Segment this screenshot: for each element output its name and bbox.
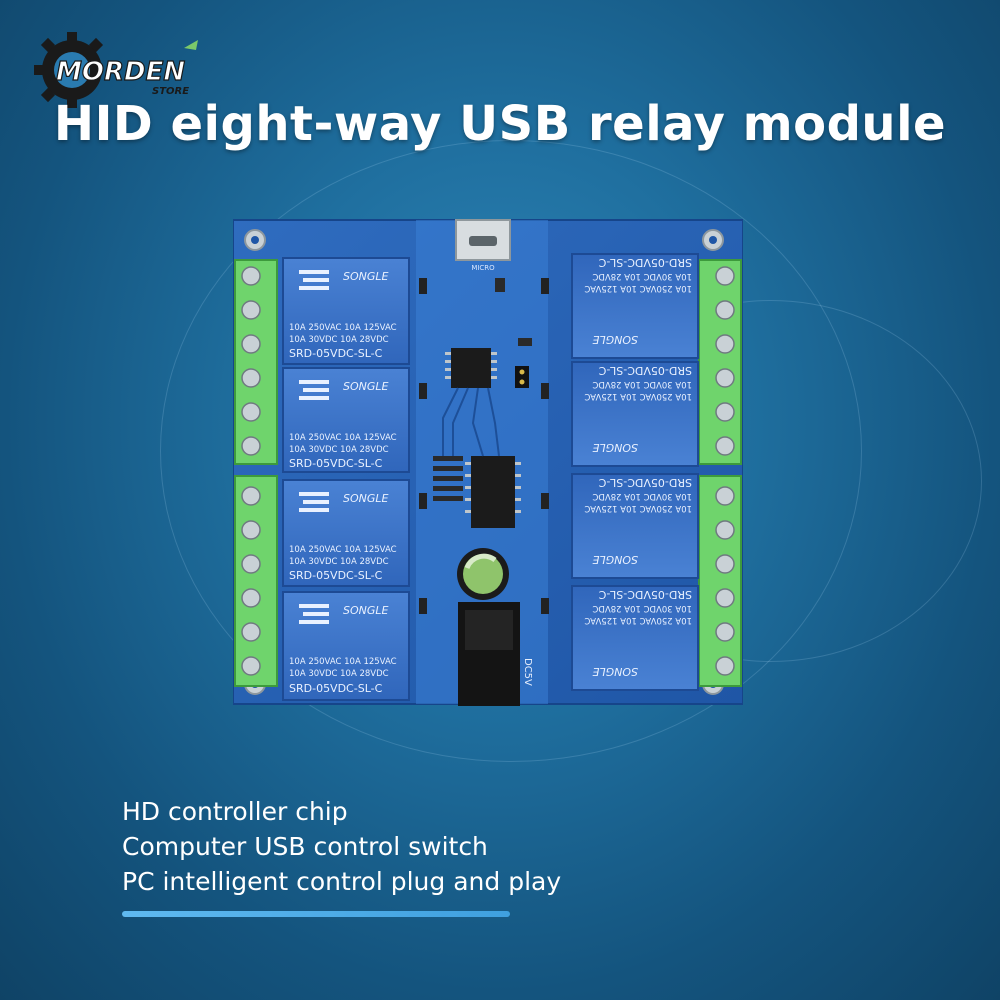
page-title: HID eight-way USB relay module [53,96,947,152]
svg-text:SRD-05VDC-SL-C: SRD-05VDC-SL-C [289,682,383,695]
svg-text:10A 30VDC 10A 28VDC: 10A 30VDC 10A 28VDC [289,335,389,345]
driver-chip [471,456,515,528]
svg-text:SRD-05VDC-SL-C: SRD-05VDC-SL-C [598,364,692,377]
feature-item: HD controller chip [122,797,348,826]
svg-text:SRD-05VDC-SL-C: SRD-05VDC-SL-C [289,347,383,360]
svg-text:SONGLE: SONGLE [343,604,389,617]
terminal-block-right [698,259,742,687]
relay: SONGLE 10A 250VAC 10A 125VAC 10A 30VDC 1… [282,591,410,701]
svg-text:SONGLE: SONGLE [343,492,389,505]
svg-text:10A 30VDC 10A 28VDC: 10A 30VDC 10A 28VDC [592,603,692,613]
svg-text:10A 250VAC 10A 125VAC: 10A 250VAC 10A 125VAC [584,283,692,293]
svg-text:10A 250VAC 10A 125VAC: 10A 250VAC 10A 125VAC [584,615,692,625]
accent-underline [122,911,510,917]
usb-label: MICRO [471,264,495,272]
relay: SONGLE 10A 250VAC 10A 125VAC 10A 30VDC 1… [282,479,410,587]
svg-text:10A 30VDC 10A 28VDC: 10A 30VDC 10A 28VDC [592,379,692,389]
svg-text:SONGLE: SONGLE [592,665,638,678]
morden-store-logo: MORDEN STORE [34,32,198,108]
svg-text:SONGLE: SONGLE [343,380,389,393]
logo-brand: MORDEN [56,57,185,87]
relay: SONGLE 10A 250VAC 10A 125VAC 10A 30VDC 1… [571,473,699,579]
svg-text:10A 30VDC 10A 28VDC: 10A 30VDC 10A 28VDC [592,271,692,281]
svg-text:10A 30VDC 10A 28VDC: 10A 30VDC 10A 28VDC [289,669,389,679]
svg-text:10A 250VAC 10A 125VAC: 10A 250VAC 10A 125VAC [289,545,397,555]
feature-item: Computer USB control switch [122,832,488,861]
relay: SONGLE 10A 250VAC 10A 125VAC 10A 30VDC 1… [571,253,699,359]
svg-text:10A 250VAC 10A 125VAC: 10A 250VAC 10A 125VAC [584,391,692,401]
svg-text:SONGLE: SONGLE [592,441,638,454]
svg-text:SRD-05VDC-SL-C: SRD-05VDC-SL-C [598,476,692,489]
controller-chip [451,348,491,388]
svg-text:SRD-05VDC-SL-C: SRD-05VDC-SL-C [289,569,383,582]
svg-text:SONGLE: SONGLE [343,270,389,283]
svg-text:SRD-05VDC-SL-C: SRD-05VDC-SL-C [598,256,692,269]
relay: SONGLE 10A 250VAC 10A 125VAC 10A 30VDC 1… [282,367,410,473]
svg-text:10A 250VAC 10A 125VAC: 10A 250VAC 10A 125VAC [584,503,692,513]
logo-sub: STORE [152,86,189,97]
svg-text:10A 30VDC 10A 28VDC: 10A 30VDC 10A 28VDC [592,491,692,501]
svg-text:10A 30VDC 10A 28VDC: 10A 30VDC 10A 28VDC [289,557,389,567]
feature-list: HD controller chip Computer USB control … [122,794,561,899]
svg-text:10A 250VAC 10A 125VAC: 10A 250VAC 10A 125VAC [289,433,397,443]
relay-board: MICRO DC5V [233,219,743,706]
relay: SONGLE 10A 250VAC 10A 125VAC 10A 30VDC 1… [571,361,699,467]
svg-text:SONGLE: SONGLE [592,553,638,566]
svg-text:10A 250VAC 10A 125VAC: 10A 250VAC 10A 125VAC [289,323,397,333]
jumper-header [515,366,529,388]
power-label: DC5V [522,658,533,686]
svg-text:SONGLE: SONGLE [592,333,638,346]
relay: SONGLE 10A 250VAC 10A 125VAC 10A 30VDC 1… [282,257,410,365]
terminal-block-left [234,259,278,687]
feature-item: PC intelligent control plug and play [122,867,562,896]
svg-text:10A 250VAC 10A 125VAC: 10A 250VAC 10A 125VAC [289,657,397,667]
svg-text:10A 30VDC 10A 28VDC: 10A 30VDC 10A 28VDC [289,445,389,455]
relay: SONGLE 10A 250VAC 10A 125VAC 10A 30VDC 1… [571,585,699,691]
svg-text:SRD-05VDC-SL-C: SRD-05VDC-SL-C [598,588,692,601]
svg-text:SRD-05VDC-SL-C: SRD-05VDC-SL-C [289,457,383,470]
